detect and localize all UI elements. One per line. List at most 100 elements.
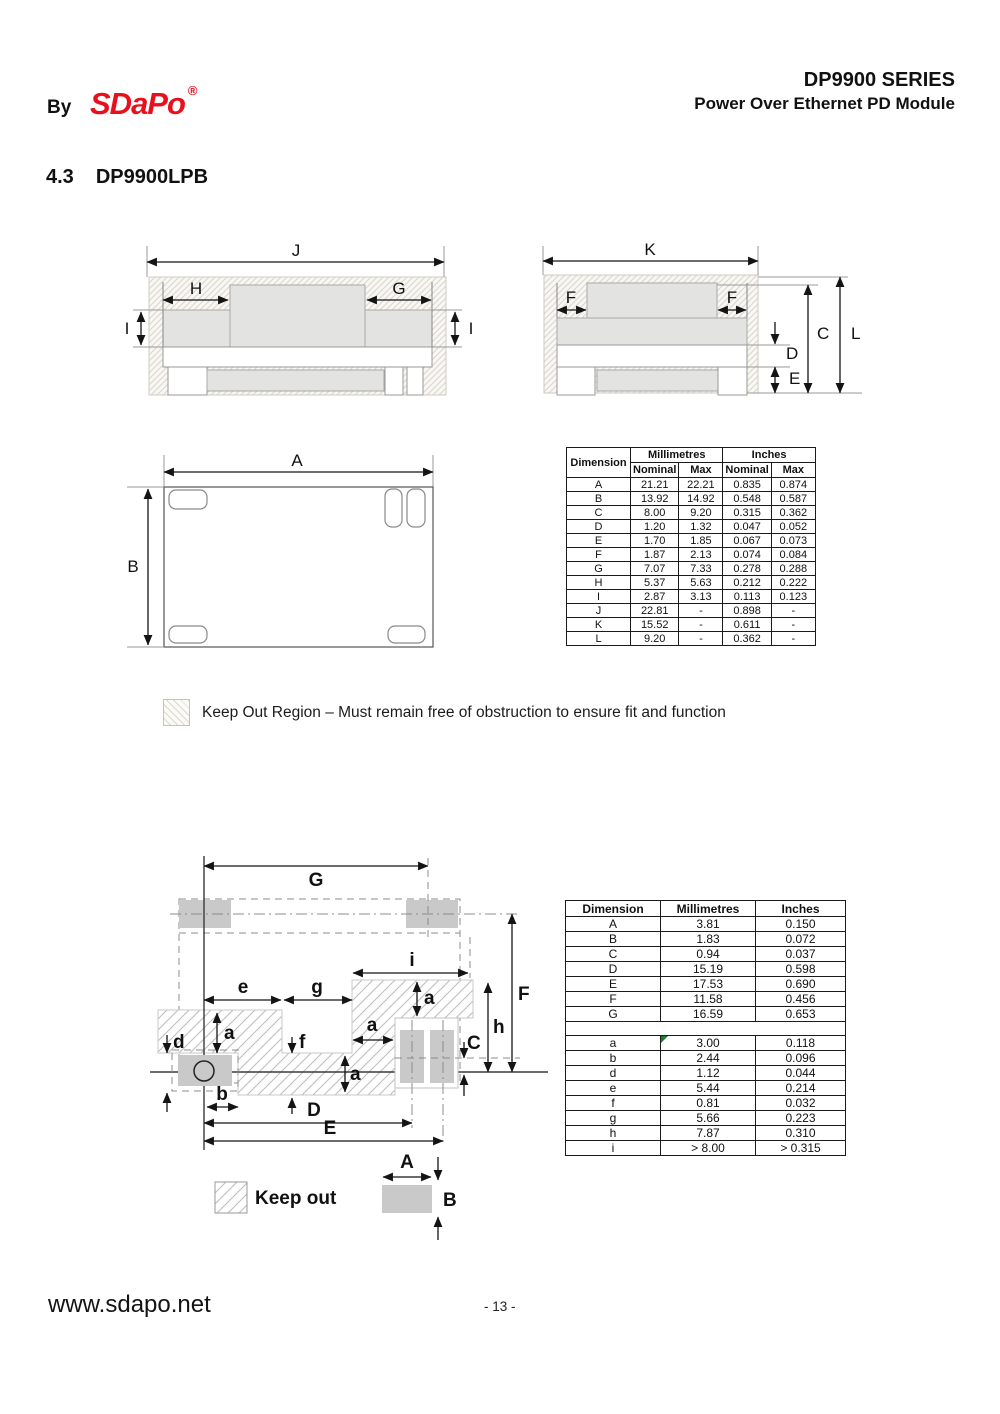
value-cell: 21.21 (629, 477, 680, 492)
value-cell: 0.113 (722, 589, 772, 604)
table-separator-row (565, 1021, 846, 1036)
pcb-bar (162, 346, 433, 368)
value-cell: 0.456 (755, 991, 846, 1007)
col-header-millimetres: Millimetres (660, 900, 756, 917)
value-cell: - (770, 603, 816, 618)
value-cell: 0.072 (755, 931, 846, 947)
page-number: - 13 - (484, 1299, 516, 1314)
dim-label-j: J (292, 241, 301, 260)
col-header-dimension: Dimension (565, 900, 661, 917)
value-cell: > 8.00 (660, 1140, 756, 1156)
col-header-inches: Inches (755, 900, 846, 917)
value-cell: 0.067 (722, 533, 772, 548)
dim-label-e-upper: E (324, 1118, 337, 1139)
module-mid-bar (556, 317, 748, 346)
dimension-cell: b (565, 1050, 661, 1066)
value-cell: 15.19 (660, 961, 756, 977)
dim-label-h-land: h (493, 1017, 505, 1038)
value-cell: 5.63 (678, 575, 724, 590)
value-cell: 0.223 (755, 1110, 846, 1126)
value-cell: 0.898 (722, 603, 772, 618)
value-cell: 3.13 (678, 589, 724, 604)
dimension-cell: G (565, 1006, 661, 1022)
keep-out-swatch-icon (214, 1181, 248, 1214)
table-subheader-row: Nominal Max Nominal Max (567, 462, 816, 478)
dim-label-e-land: e (238, 977, 249, 998)
value-cell: 1.85 (678, 533, 724, 548)
value-cell: 0.362 (722, 631, 772, 646)
value-cell: 7.87 (660, 1125, 756, 1141)
pad-outline-top-right-2 (406, 488, 426, 528)
module-body (229, 284, 366, 348)
dimension-cell: G (566, 561, 631, 576)
dimension-cell: g (565, 1110, 661, 1126)
dim-label-k: K (644, 240, 656, 259)
dimension-cell: J (566, 603, 631, 618)
dim-label-h: H (190, 279, 202, 298)
dimension-cell: H (566, 575, 631, 590)
value-cell: 1.70 (629, 533, 680, 548)
value-cell: 0.123 (770, 589, 816, 604)
value-cell: 0.073 (770, 533, 816, 548)
value-cell: 1.20 (629, 519, 680, 534)
value-cell: 0.310 (755, 1125, 846, 1141)
dimension-cell: E (565, 976, 661, 992)
dimension-cell: C (565, 946, 661, 962)
value-cell: 16.59 (660, 1006, 756, 1022)
value-cell: 2.13 (678, 547, 724, 562)
land-pattern-drawing: G i e g F h a a a (150, 856, 548, 1240)
value-cell: 9.20 (678, 505, 724, 520)
dim-label-a-top: A (291, 451, 303, 470)
dim-label-a-left: a (224, 1023, 235, 1044)
value-cell: 1.32 (678, 519, 724, 534)
separator-cell (565, 1021, 846, 1036)
value-cell: 3.00 (660, 1035, 756, 1051)
value-cell: 8.00 (629, 505, 680, 520)
package-dimension-table: Dimension Millimetres Inches Nominal Max… (566, 447, 816, 646)
pin-right-end (717, 366, 748, 396)
dim-label-i-land: i (409, 950, 414, 971)
value-cell: - (678, 631, 724, 646)
value-cell: 0.288 (770, 561, 816, 576)
value-cell: 0.835 (722, 477, 772, 492)
dim-label-l-end: L (851, 324, 860, 343)
dimension-cell: f (565, 1095, 661, 1111)
value-cell: 2.87 (629, 589, 680, 604)
dim-label-i-left: I (125, 319, 130, 338)
value-cell: 5.66 (660, 1110, 756, 1126)
dim-label-a-horizontal: a (367, 1015, 378, 1036)
value-cell: 1.12 (660, 1065, 756, 1081)
value-cell: - (770, 617, 816, 632)
table-header-row: Dimension Millimetres Inches (566, 447, 816, 478)
value-cell: 1.83 (660, 931, 756, 947)
value-cell: 0.548 (722, 491, 772, 506)
dim-label-e-end: E (789, 369, 800, 388)
value-cell: 22.21 (678, 477, 724, 492)
value-cell: 0.278 (722, 561, 772, 576)
dimension-cell: h (565, 1125, 661, 1141)
value-cell: 0.222 (770, 575, 816, 590)
pin-block-left (167, 366, 208, 396)
value-cell: 7.33 (678, 561, 724, 576)
dimension-cell: D (565, 961, 661, 977)
logo-text: SDaPo (90, 86, 186, 121)
value-cell: 5.44 (660, 1080, 756, 1096)
value-cell: 0.032 (755, 1095, 846, 1111)
value-cell: 0.611 (722, 617, 772, 632)
pad-height-label: B (443, 1190, 457, 1211)
value-cell: 0.94 (660, 946, 756, 962)
website-link: www.sdapo.net (48, 1291, 211, 1318)
dimension-cell: B (565, 931, 661, 947)
col-header-dimension: Dimension (566, 447, 631, 478)
dimension-cell: E (566, 533, 631, 548)
